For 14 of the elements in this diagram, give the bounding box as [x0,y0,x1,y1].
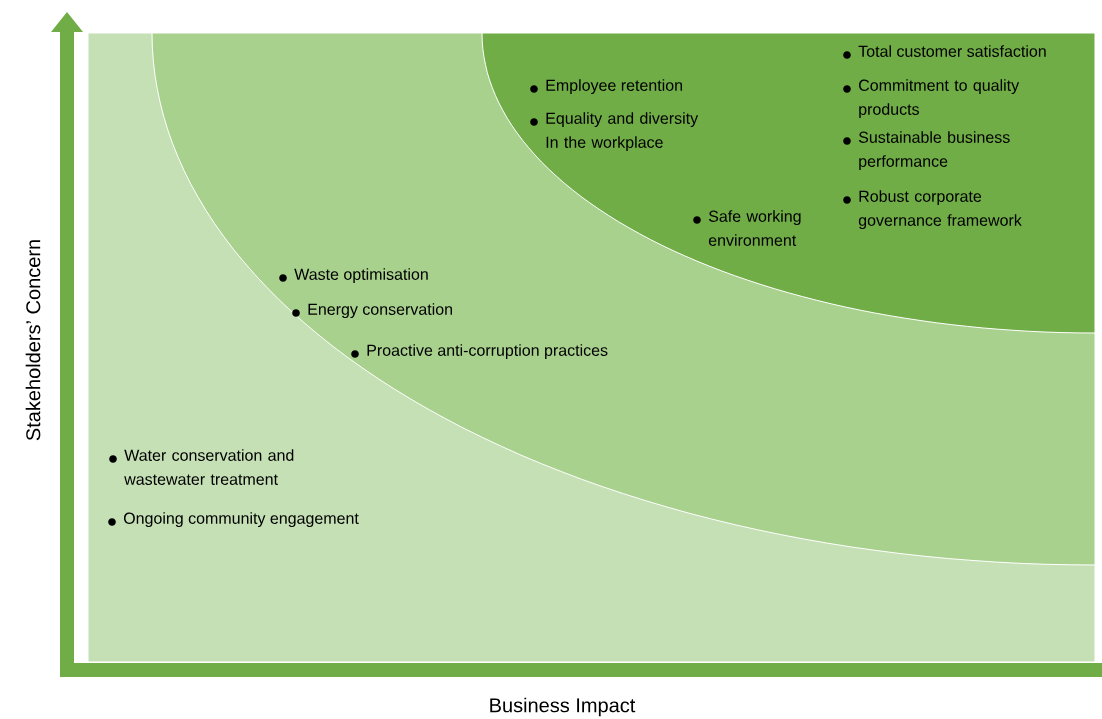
bullet-item: Employee retention [530,79,682,95]
bullet-item: Commitment to quality products [843,79,1020,119]
bullet-item: Proactive anti-corruption practices [351,344,608,360]
axis-label: Business Impact [490,697,636,717]
bullet-item: Energy conservation [292,303,452,319]
bullet-item: Safe working environment [693,210,801,246]
bullet-item: Total customer satisfaction [843,45,1046,59]
bullet-item: Waste optimisation [279,268,428,284]
bullet-item: Sustainable business performance [843,131,1010,171]
bullet-item: Robust corporate governance framework [843,190,1022,230]
bullet-item: Water conservation and wastewater treatment [109,449,294,485]
bullet-item: Equality and diversity In the workplace [530,112,699,152]
bullet-item: Ongoing community engagement [108,512,359,528]
axis-label: Stakeholders’ Concern [25,240,41,441]
